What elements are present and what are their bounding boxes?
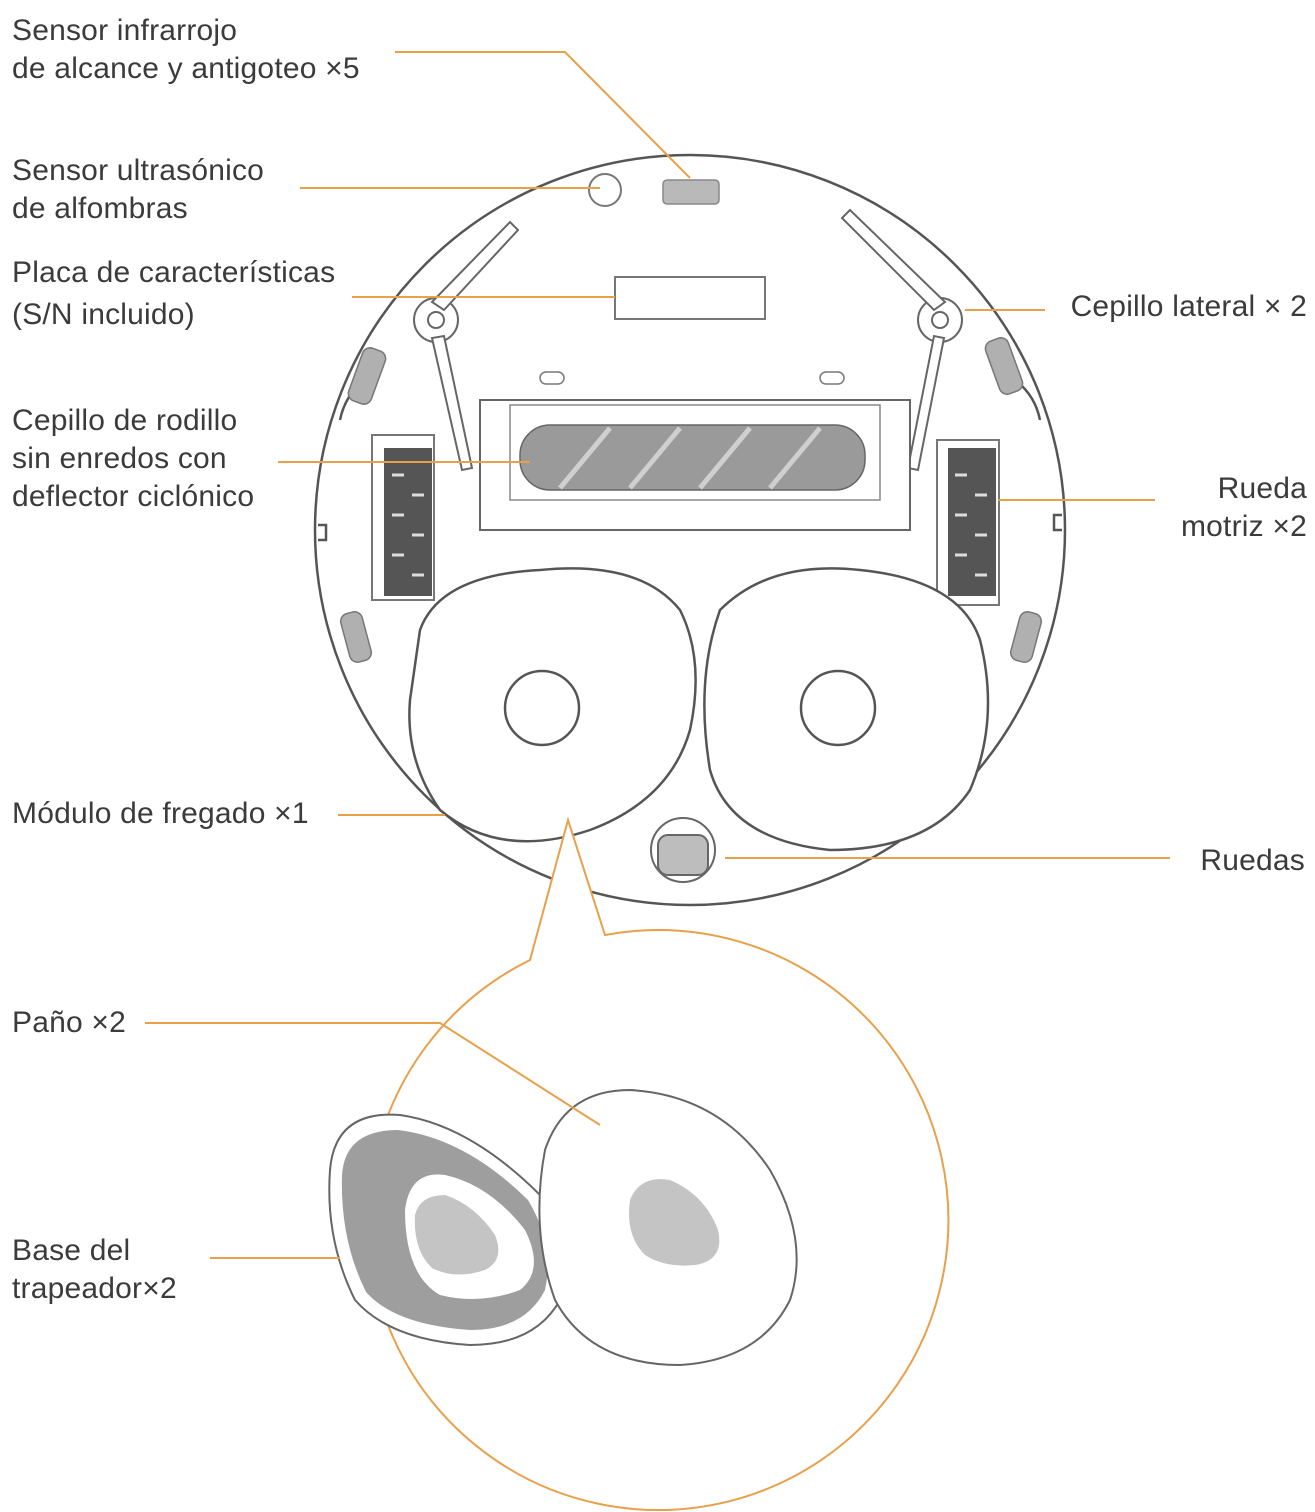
side-pads xyxy=(339,337,1043,663)
label-rueda-motriz: Rueda motriz ×2 xyxy=(1180,472,1307,543)
mop-base xyxy=(328,1113,566,1347)
drive-wheels xyxy=(371,434,1000,606)
front-sensors xyxy=(588,173,720,207)
label-modulo-fregado: Módulo de fregado ×1 xyxy=(12,797,309,830)
label-placa: Placa de características (S/N incluido) xyxy=(12,256,336,331)
roller-brush xyxy=(479,371,911,531)
label-cepillo-lateral: Cepillo lateral × 2 xyxy=(1070,290,1307,323)
label-cepillo-rodillo: Cepillo de rodillo sin enredos con defle… xyxy=(12,404,255,513)
mop-cloth xyxy=(538,1088,798,1367)
caster-wheel xyxy=(650,817,716,883)
mop-module xyxy=(408,567,990,852)
label-base-trapeador: Base del trapeador×2 xyxy=(12,1234,177,1305)
label-ruedas: Ruedas xyxy=(1200,844,1305,877)
side-brushes xyxy=(413,208,963,472)
label-sensor-ultrasonico: Sensor ultrasónico de alfombras xyxy=(12,154,265,225)
leader-lines xyxy=(145,51,1170,1259)
feature-plate xyxy=(614,276,766,320)
label-pano: Paño ×2 xyxy=(12,1006,127,1039)
label-sensor-infrarrojo: Sensor infrarrojo de alcance y antigoteo… xyxy=(12,14,360,85)
